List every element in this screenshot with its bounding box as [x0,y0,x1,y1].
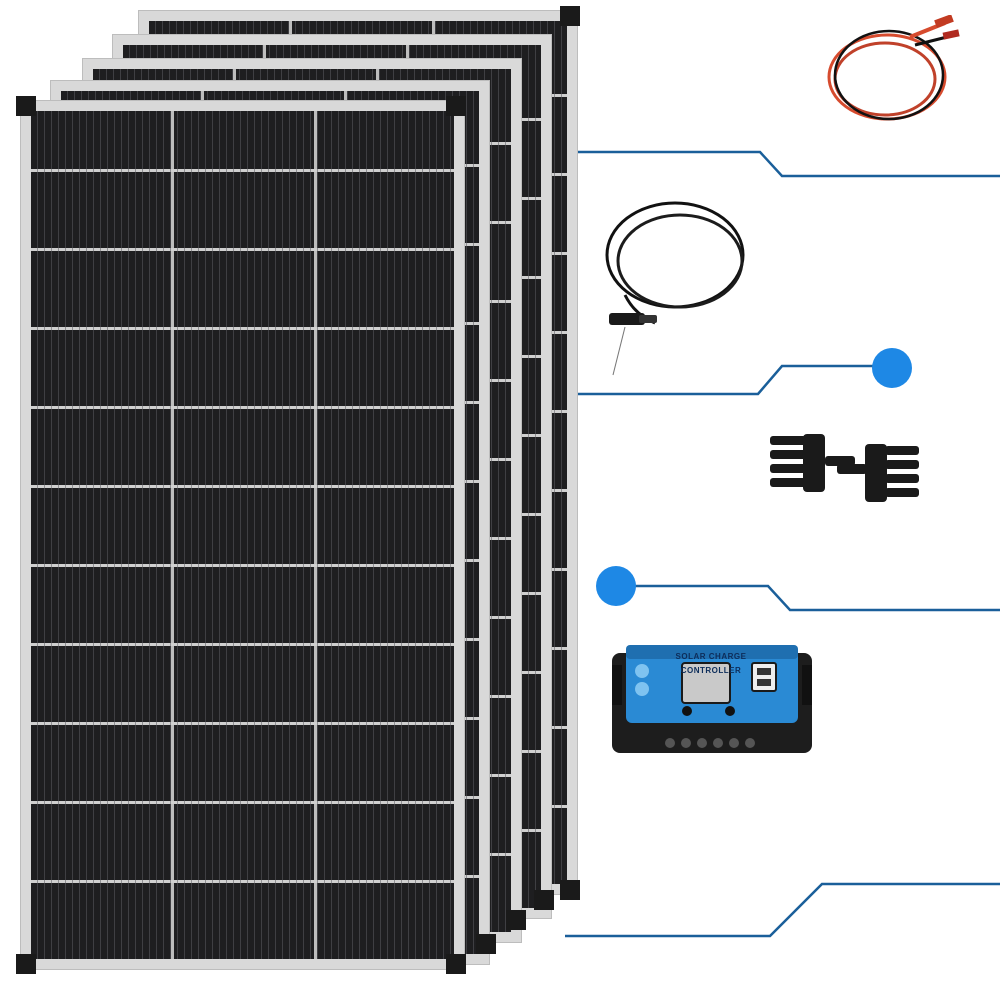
branch-connector-icon [770,434,919,502]
corner-bracket [534,890,554,910]
battery-cable-icon [827,15,960,121]
leader-line-3 [615,584,1000,612]
leader-line-4 [565,882,1000,938]
solar-panel-1 [20,100,465,970]
corner-bracket [476,934,496,954]
corner-bracket [560,6,580,26]
bullet-dot [872,348,912,388]
corner-bracket [560,880,580,900]
corner-bracket [16,954,36,974]
solar-panel-stack [16,6,580,974]
corner-bracket [446,96,466,116]
leader-line-1 [578,150,1000,178]
leader-line-2 [578,364,880,396]
pv-extension-cable-icon [605,201,745,376]
charge-controller-icon [612,645,812,753]
corner-bracket [16,96,36,116]
corner-bracket [446,954,466,974]
bullet-dot [596,566,636,606]
corner-bracket [506,910,526,930]
controller-label: SOLAR CHARGE CONTROLLER [675,652,747,675]
